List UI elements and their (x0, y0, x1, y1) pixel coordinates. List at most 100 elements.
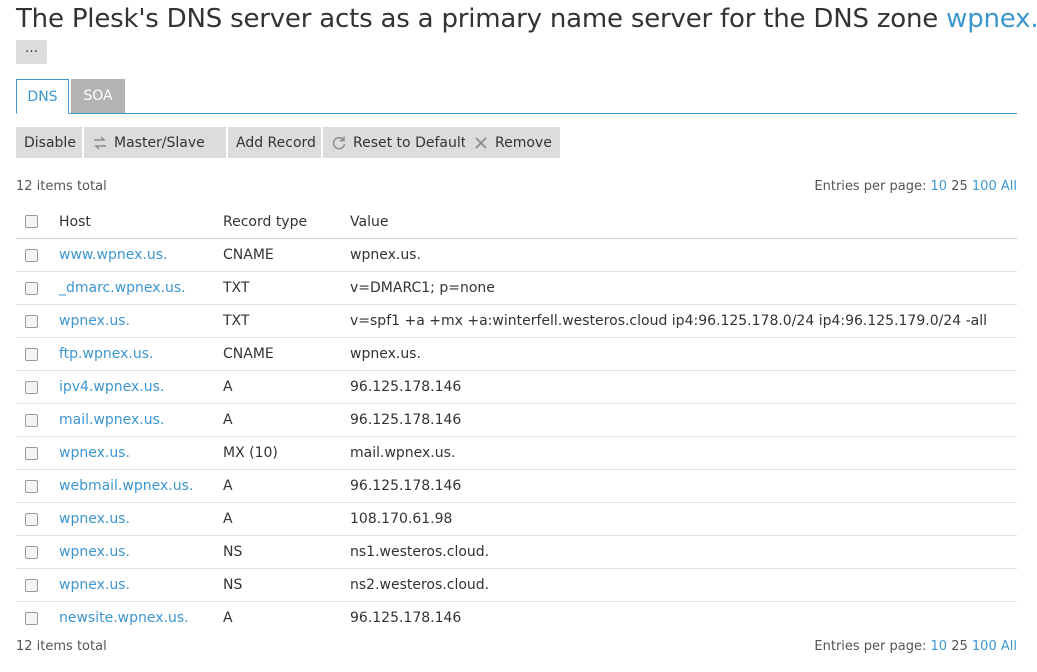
zone-domain-link[interactable]: wpnex.us (946, 4, 1037, 34)
column-value[interactable]: Value (350, 205, 1017, 239)
page-size-all[interactable]: All (1000, 639, 1017, 654)
record-host-link[interactable]: wpnex.us. (59, 577, 130, 593)
record-host-link[interactable]: www.wpnex.us. (59, 247, 168, 263)
remove-icon (473, 135, 489, 151)
disable-label: Disable (24, 134, 76, 151)
reset-to-default-button[interactable]: Reset to Default (323, 127, 469, 158)
record-host-link[interactable]: wpnex.us. (59, 313, 130, 329)
record-value: 96.125.178.146 (350, 370, 1017, 404)
select-all-checkbox[interactable] (25, 215, 38, 228)
row-select-cell (16, 238, 59, 272)
record-value: wpnex.us. (350, 238, 1017, 272)
page-size-10[interactable]: 10 (930, 639, 948, 654)
tab-dns[interactable]: DNS (16, 79, 69, 114)
column-record-type[interactable]: Record type (223, 205, 350, 239)
swap-icon (92, 135, 108, 151)
disable-button[interactable]: Disable (16, 127, 82, 158)
table-row: newsite.wpnex.us. A 96.125.178.146 (16, 602, 1017, 635)
table-row: wpnex.us. A 108.170.61.98 (16, 502, 1017, 536)
row-checkbox[interactable] (25, 347, 38, 361)
row-checkbox[interactable] (25, 545, 38, 559)
column-host[interactable]: Host (59, 205, 223, 239)
table-row: wpnex.us. NS ns1.westeros.cloud. (16, 535, 1017, 569)
table-row: ftp.wpnex.us. CNAME wpnex.us. (16, 337, 1017, 371)
record-host-link[interactable]: wpnex.us. (59, 511, 130, 527)
row-select-cell (16, 469, 59, 503)
more-button[interactable]: ··· (16, 40, 47, 64)
record-value: v=spf1 +a +mx +a:winterfell.westeros.clo… (350, 304, 1017, 338)
record-host-link[interactable]: mail.wpnex.us. (59, 412, 165, 428)
table-row: wpnex.us. NS ns2.westeros.cloud. (16, 568, 1017, 602)
record-value: ns2.westeros.cloud. (350, 568, 1017, 602)
record-host-link[interactable]: ipv4.wpnex.us. (59, 379, 165, 395)
record-value: 96.125.178.146 (350, 403, 1017, 437)
row-checkbox[interactable] (25, 578, 38, 592)
row-select-cell (16, 304, 59, 338)
record-type: A (223, 469, 350, 503)
table-row: wpnex.us. TXT v=spf1 +a +mx +a:winterfel… (16, 304, 1017, 338)
select-all-cell (16, 205, 59, 239)
row-checkbox[interactable] (25, 281, 38, 295)
page-size-all[interactable]: All (1000, 179, 1017, 194)
record-host-link[interactable]: wpnex.us. (59, 544, 130, 560)
tab-bar: DNS SOA (16, 79, 1017, 114)
row-select-cell (16, 535, 59, 569)
row-checkbox[interactable] (25, 446, 38, 460)
row-checkbox[interactable] (25, 314, 38, 328)
remove-button[interactable]: Remove (465, 127, 560, 158)
tab-soa[interactable]: SOA (71, 79, 125, 113)
pagination-bottom: Entries per page: 10 25 100 All (814, 639, 1017, 654)
record-type: NS (223, 568, 350, 602)
row-select-cell (16, 602, 59, 635)
record-value: mail.wpnex.us. (350, 436, 1017, 470)
page-size-10[interactable]: 10 (930, 179, 948, 194)
record-type: TXT (223, 271, 350, 305)
record-type: A (223, 610, 233, 626)
row-select-cell (16, 370, 59, 404)
record-type: A (223, 403, 350, 437)
row-select-cell (16, 436, 59, 470)
row-checkbox[interactable] (25, 611, 38, 625)
page-size-100[interactable]: 100 (971, 179, 997, 194)
record-type: CNAME (223, 238, 350, 272)
row-select-cell (16, 502, 59, 536)
row-checkbox[interactable] (25, 380, 38, 394)
reset-label: Reset to Default (353, 134, 467, 151)
table-row: webmail.wpnex.us. A 96.125.178.146 (16, 469, 1017, 503)
record-value: v=DMARC1; p=none (350, 271, 1017, 305)
row-checkbox[interactable] (25, 248, 38, 262)
table-row: wpnex.us. MX (10) mail.wpnex.us. (16, 436, 1017, 470)
record-value: ns1.westeros.cloud. (350, 535, 1017, 569)
record-value: wpnex.us. (350, 337, 1017, 371)
pagination-top: Entries per page: 10 25 100 All (814, 179, 1017, 194)
items-total-bottom: 12 items total (16, 639, 107, 654)
record-host-link[interactable]: newsite.wpnex.us. (59, 610, 189, 626)
record-type: CNAME (223, 337, 350, 371)
add-record-button[interactable]: Add Record (228, 127, 321, 158)
table-row: www.wpnex.us. CNAME wpnex.us. (16, 238, 1017, 272)
reset-icon (331, 135, 347, 151)
page-title: The Plesk's DNS server acts as a primary… (16, 4, 1037, 34)
row-checkbox[interactable] (25, 479, 38, 493)
page-size-100[interactable]: 100 (971, 639, 997, 654)
record-host-link[interactable]: webmail.wpnex.us. (59, 478, 194, 494)
add-record-label: Add Record (236, 134, 316, 151)
record-host-link[interactable]: wpnex.us. (59, 445, 130, 461)
record-value: 108.170.61.98 (350, 502, 1017, 536)
record-host-link[interactable]: _dmarc.wpnex.us. (59, 280, 186, 296)
record-host-link[interactable]: ftp.wpnex.us. (59, 346, 154, 362)
master-slave-button[interactable]: Master/Slave (84, 127, 226, 158)
record-value: 96.125.178.146 (350, 469, 1017, 503)
page-title-text: The Plesk's DNS server acts as a primary… (16, 4, 939, 34)
table-row: _dmarc.wpnex.us. TXT v=DMARC1; p=none (16, 271, 1017, 305)
entries-per-page-label: Entries per page: (814, 639, 927, 654)
record-type: MX (10) (223, 436, 350, 470)
row-select-cell (16, 337, 59, 371)
dns-records-table: Host Record type Value www.wpnex.us. CNA… (16, 205, 1017, 634)
page-size-25: 25 (951, 179, 968, 194)
page-size-25: 25 (951, 639, 968, 654)
entries-per-page-label: Entries per page: (814, 179, 927, 194)
row-checkbox[interactable] (25, 512, 38, 526)
record-type: A (223, 370, 350, 404)
row-checkbox[interactable] (25, 413, 38, 427)
